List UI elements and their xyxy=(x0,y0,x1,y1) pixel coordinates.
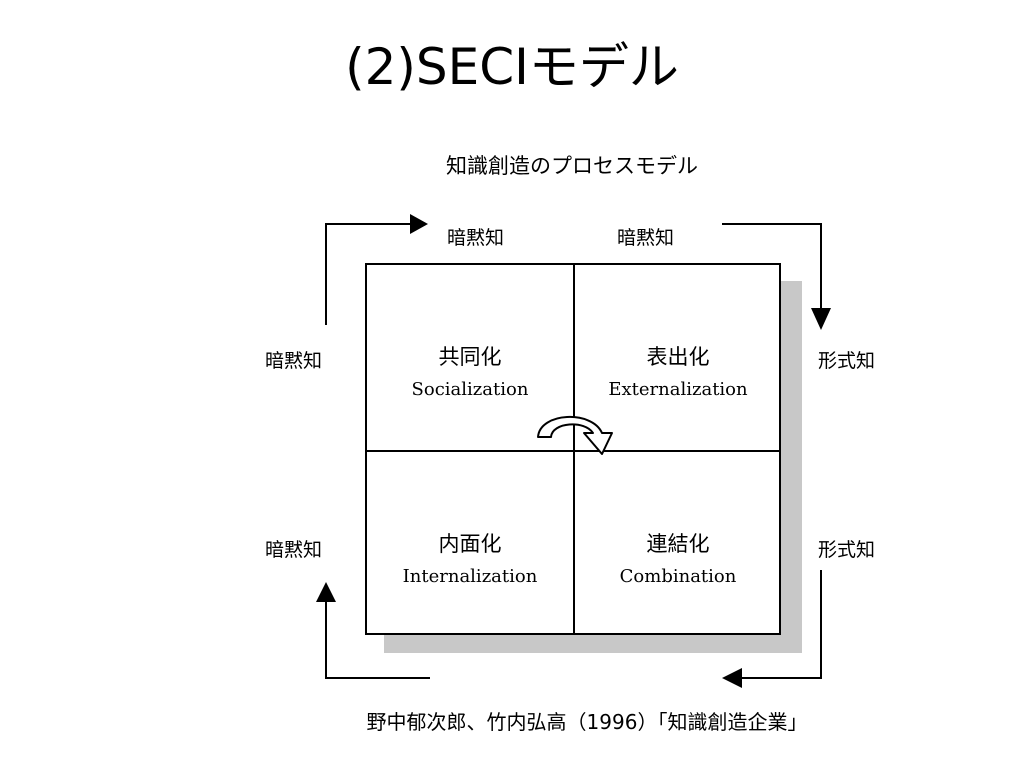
arrow-bottom-left-path xyxy=(325,602,430,679)
quadrant-combination-en: Combination xyxy=(619,566,737,587)
label-left-upper: 暗黙知 xyxy=(265,350,323,372)
label-top-right: 暗黙知 xyxy=(617,227,675,249)
quadrant-internalization: 内面化 Internalization xyxy=(367,530,573,590)
quadrant-socialization-en: Socialization xyxy=(411,379,529,400)
rotation-arrow-icon xyxy=(537,415,613,455)
grid-vertical-divider xyxy=(573,265,575,633)
quadrant-combination-jp: 連結化 xyxy=(646,532,710,556)
arrow-right-head-icon xyxy=(410,214,428,234)
quadrant-externalization-jp: 表出化 xyxy=(646,345,710,369)
label-left-lower: 暗黙知 xyxy=(265,539,323,561)
arrow-down-head-icon xyxy=(811,308,831,330)
seci-grid: 共同化 Socialization 表出化 Externalization 内面… xyxy=(365,263,781,635)
arrow-left-head-icon xyxy=(722,668,742,688)
slide-title: (2)SECIモデル xyxy=(345,38,679,96)
quadrant-combination: 連結化 Combination xyxy=(575,530,781,590)
quadrant-socialization-jp: 共同化 xyxy=(438,345,502,369)
quadrant-socialization: 共同化 Socialization xyxy=(367,343,573,403)
label-right-lower: 形式知 xyxy=(818,539,876,561)
arrow-top-right-path xyxy=(722,223,822,308)
label-right-upper: 形式知 xyxy=(818,350,876,372)
arrow-bottom-right-path xyxy=(742,570,822,679)
arrow-top-left-path xyxy=(325,223,410,325)
quadrant-externalization-en: Externalization xyxy=(608,379,748,400)
citation: 野中郁次郎、竹内弘高（1996）「知識創造企業」 xyxy=(366,710,808,734)
grid-horizontal-divider xyxy=(367,450,779,452)
label-top-left: 暗黙知 xyxy=(447,227,505,249)
quadrant-externalization: 表出化 Externalization xyxy=(575,343,781,403)
quadrant-internalization-en: Internalization xyxy=(402,566,538,587)
quadrant-internalization-jp: 内面化 xyxy=(438,532,502,556)
diagram-title: 知識創造のプロセスモデル xyxy=(446,154,698,178)
arrow-up-head-icon xyxy=(316,582,336,602)
